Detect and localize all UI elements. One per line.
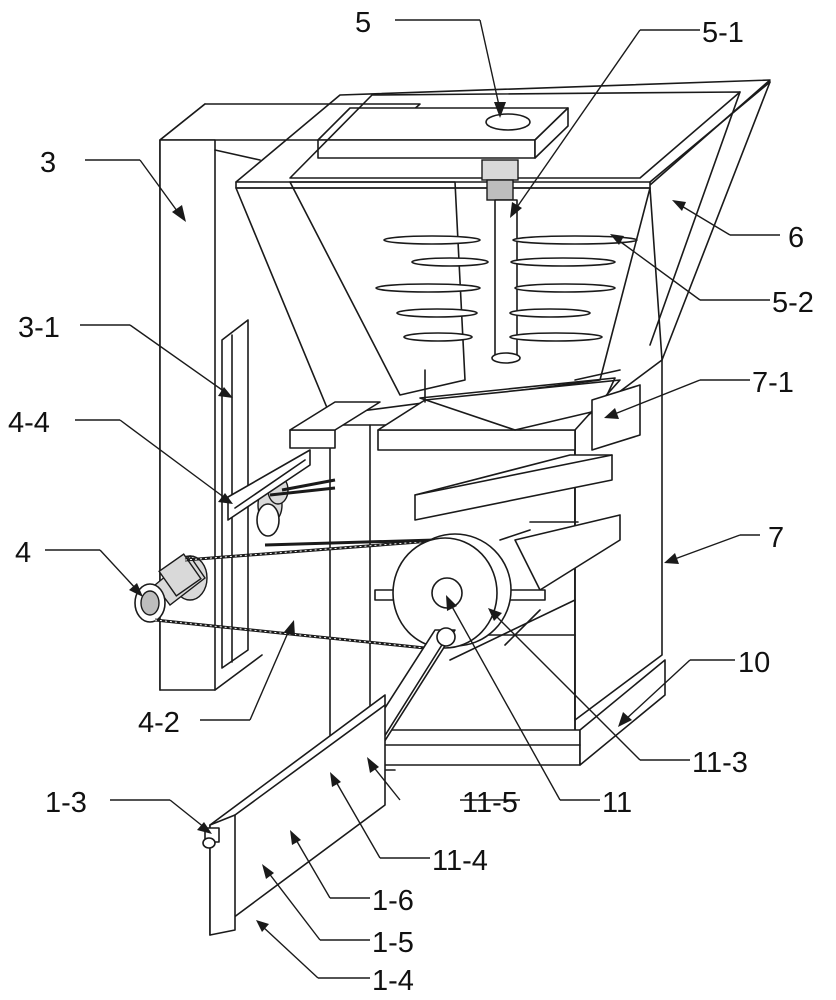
label-7: 7 xyxy=(768,522,784,554)
label-11: 11 xyxy=(602,787,632,819)
part-labels: 5 5-1 3 6 5-2 3-1 7-1 4-4 7 4 10 4-2 11-… xyxy=(8,7,814,997)
chute-4-4 xyxy=(227,449,311,521)
agitator-shaft-5-1 xyxy=(481,159,521,364)
label-3: 3 xyxy=(40,147,56,179)
label-11-4: 11-4 xyxy=(432,845,488,877)
label-11-3: 11-3 xyxy=(692,747,748,779)
label-4-2: 4-2 xyxy=(138,707,180,739)
door-plate-1-4 xyxy=(209,694,386,936)
label-1-3: 1-3 xyxy=(45,787,87,819)
motor-4 xyxy=(134,553,208,623)
side-post-3 xyxy=(159,103,421,691)
top-beam-5 xyxy=(317,107,569,159)
label-6: 6 xyxy=(788,222,804,254)
label-1-5: 1-5 xyxy=(372,927,414,959)
base-10 xyxy=(369,659,666,766)
belts-4-2 xyxy=(154,478,446,650)
agitator-blades-5-2 xyxy=(375,235,638,342)
leader-lines xyxy=(45,19,780,979)
label-5-1: 5-1 xyxy=(702,17,744,49)
label-5: 5 xyxy=(355,7,371,39)
label-4: 4 xyxy=(15,537,31,569)
label-7-1: 7-1 xyxy=(752,367,794,399)
label-1-6: 1-6 xyxy=(372,885,414,917)
label-1-4: 1-4 xyxy=(372,965,414,997)
drive-wheel-11 xyxy=(392,529,541,649)
label-4-4: 4-4 xyxy=(8,407,50,439)
label-3-1: 3-1 xyxy=(18,312,60,344)
label-10: 10 xyxy=(738,647,770,679)
label-11-5: 11-5 xyxy=(462,787,518,819)
label-5-2: 5-2 xyxy=(772,287,814,319)
